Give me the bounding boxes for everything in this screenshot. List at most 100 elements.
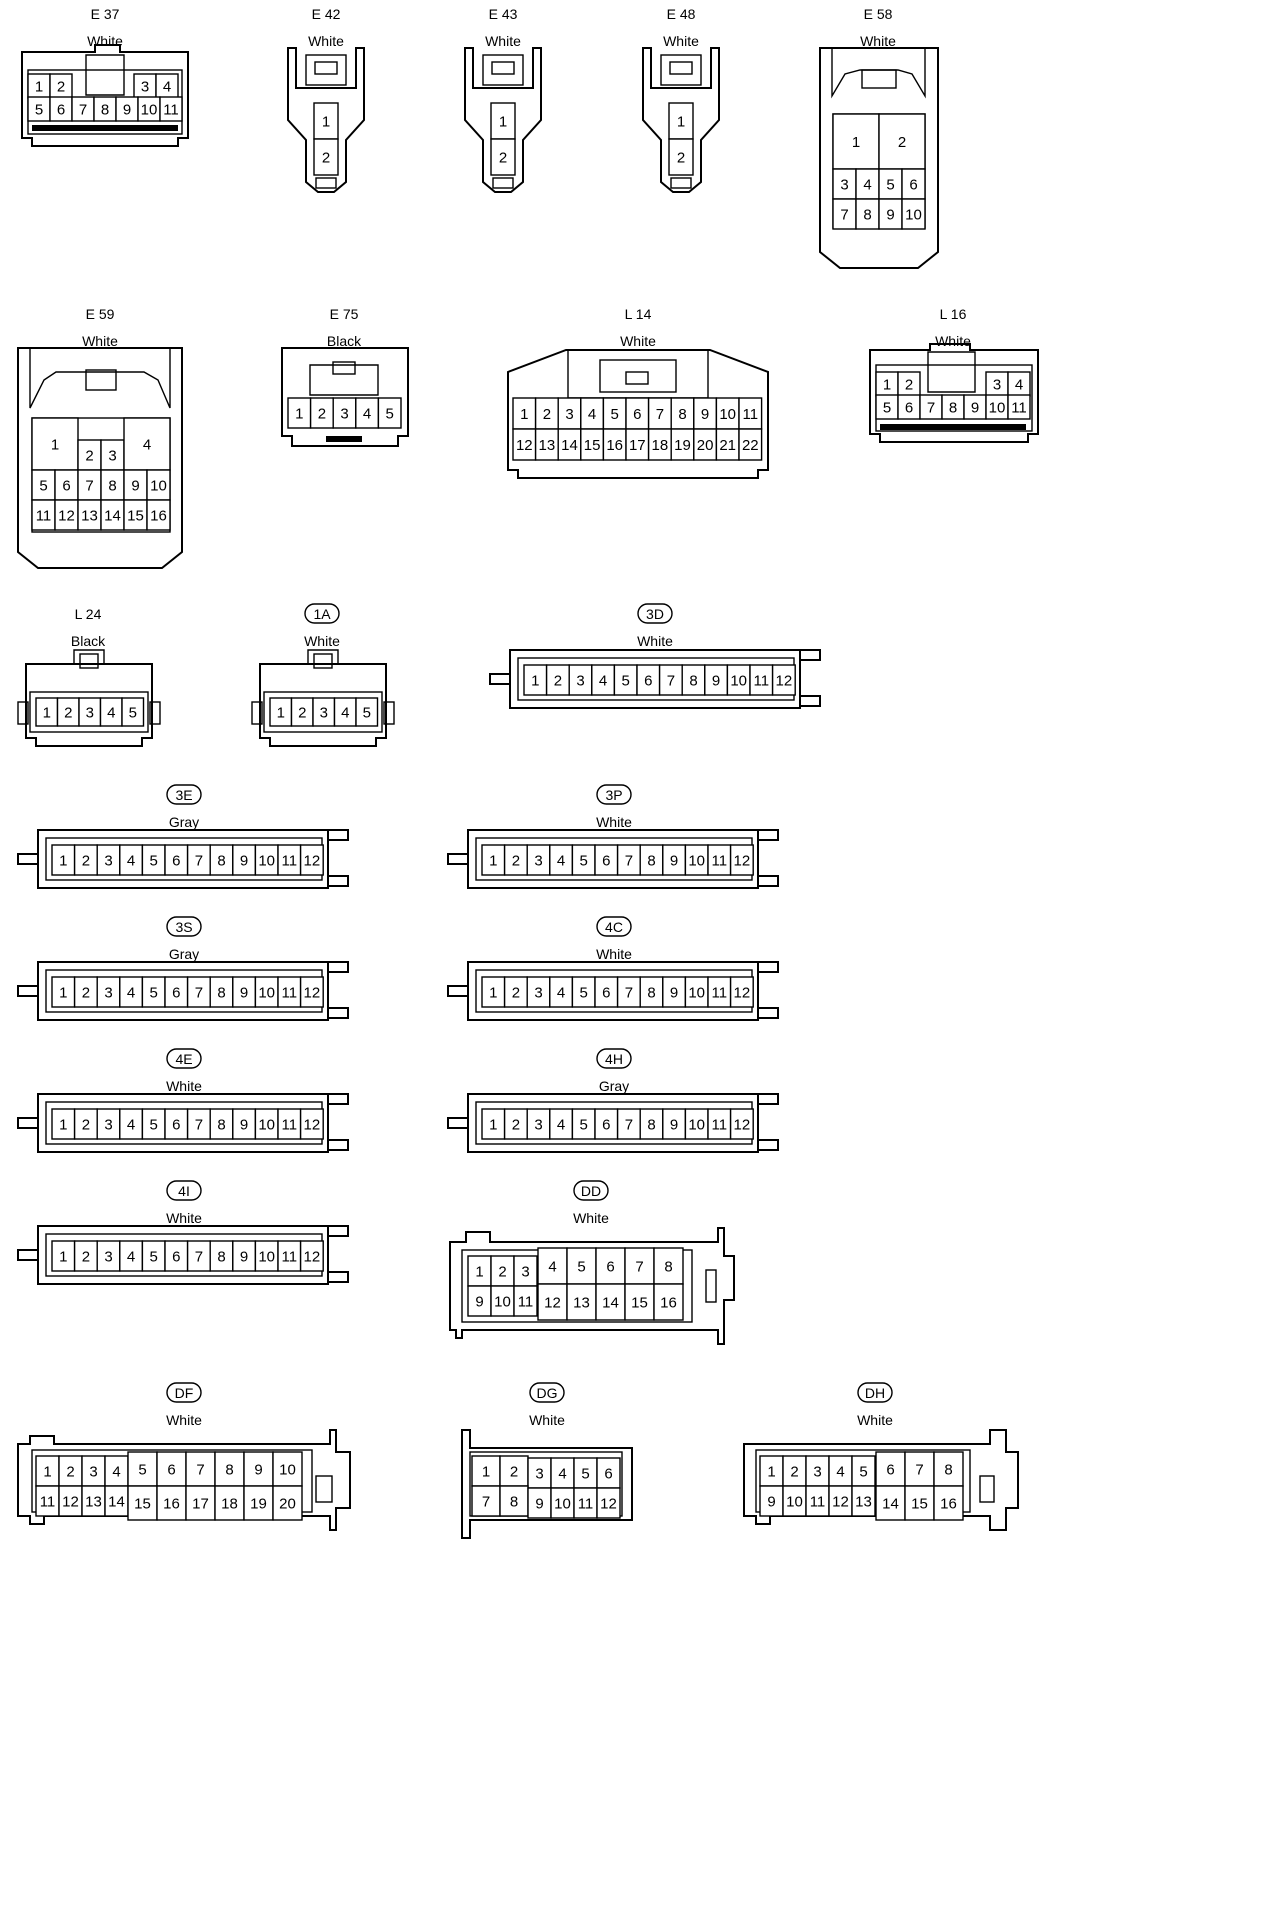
connector-e59-pin-label: 8 (108, 478, 116, 495)
connector-e48-cavity (668, 138, 694, 176)
connector-l16-pin-label: 10 (989, 400, 1006, 417)
connector-dh-cavity (933, 1451, 964, 1487)
connector-e58-code: E 58 (864, 6, 893, 22)
connector-3p-pin-label: 9 (670, 853, 678, 870)
connector-df-pin-label: 16 (163, 1496, 180, 1513)
connector-4e-pin-label: 10 (258, 1117, 275, 1134)
connector-3e-pin-label: 8 (217, 853, 225, 870)
connector-4e-pin-label: 2 (82, 1117, 90, 1134)
connector-l14-pin-label: 11 (743, 406, 759, 423)
connector-l14-pin-label: 2 (543, 406, 551, 423)
connector-df-pin-label: 2 (66, 1464, 74, 1481)
connector-dg-pin-label: 12 (600, 1496, 617, 1513)
connector-3d-code-badge (637, 603, 673, 624)
connector-e59-pin-label: 1 (51, 437, 59, 454)
connector-l14-pin-label: 1 (520, 406, 528, 423)
connector-l14-pin-label: 4 (588, 406, 596, 423)
connector-dd-pin-label: 2 (498, 1264, 506, 1281)
connector-l16-pin-label: 8 (949, 400, 957, 417)
connector-dd-pin-label: 1 (475, 1264, 483, 1281)
connector-e42-code: E 42 (312, 6, 341, 22)
connector-dg-pin-label: 7 (482, 1494, 490, 1511)
connector-e37-pin-label: 1 (35, 79, 43, 96)
connector-4h-pin-label: 10 (688, 1117, 705, 1134)
connector-l14-pin-label: 16 (606, 437, 623, 454)
connector-e75-pin-label: 3 (340, 406, 348, 423)
connector-3s-code: 3S (175, 919, 192, 935)
connector-3s-pin-label: 8 (217, 985, 225, 1002)
connector-dg-cavity (596, 1487, 621, 1519)
connector-df-cavity (185, 1485, 216, 1521)
connector-4e-pin-label: 5 (150, 1117, 158, 1134)
connector-e37-pin-label: 11 (163, 102, 179, 119)
connector-3s-color: Gray (169, 946, 199, 962)
connector-dh-cavity (875, 1451, 906, 1487)
connector-dd-color: White (573, 1210, 609, 1226)
connector-dd-pin-label: 6 (606, 1259, 614, 1276)
connector-e59-pin-label: 11 (36, 508, 52, 525)
connector-dg-pin-label: 9 (535, 1496, 543, 1513)
connector-4c-pin-label: 12 (734, 985, 751, 1002)
connector-dh-pin-label: 4 (836, 1464, 844, 1481)
connector-l14-pin-label: 6 (633, 406, 641, 423)
connector-l16-pin-label: 2 (905, 377, 913, 394)
connector-dh-cavity (851, 1485, 876, 1517)
connector-e37-pin-label: 2 (57, 79, 65, 96)
connector-e48-pin-label: 1 (677, 114, 685, 131)
connector-4h-cavity (729, 1108, 754, 1140)
connector-3p-pin-label: 7 (625, 853, 633, 870)
connector-dd-pin-label: 7 (635, 1259, 643, 1276)
connector-e43-pin-label: 1 (499, 114, 507, 131)
connector-df-pin-label: 12 (62, 1494, 79, 1511)
connector-1a-pin-label: 3 (320, 705, 328, 722)
connector-e58-pin-label: 1 (852, 134, 860, 151)
connector-df-pin-label: 10 (279, 1462, 296, 1479)
connector-4c-code: 4C (605, 919, 623, 935)
connector-l24-pin-label: 4 (107, 705, 115, 722)
connector-df-pin-label: 13 (85, 1494, 102, 1511)
connector-dd-cavity (566, 1283, 597, 1321)
connector-4c-pin-label: 4 (557, 985, 565, 1002)
connector-4i-pin-label: 6 (172, 1249, 180, 1266)
connector-dg-color: White (529, 1412, 565, 1428)
connector-4c-color: White (596, 946, 632, 962)
connector-l16-code: L 16 (940, 306, 967, 322)
connector-3d-pin-label: 4 (599, 673, 607, 690)
connector-l14-code: L 14 (625, 306, 652, 322)
connector-l16-pin-label: 5 (883, 400, 891, 417)
connector-e75-pin-label: 4 (363, 406, 371, 423)
connector-df-cavity (272, 1451, 303, 1487)
connector-3s-code-badge (166, 916, 202, 937)
connector-e75-color: Black (327, 333, 362, 349)
connector-df-pin-label: 5 (138, 1462, 146, 1479)
connector-e58-color: White (860, 33, 896, 49)
connector-dh-cavity (875, 1485, 906, 1521)
connector-4h-pin-label: 1 (489, 1117, 497, 1134)
connector-dd-pin-label: 9 (475, 1294, 483, 1311)
connector-3s-pin-label: 3 (104, 985, 112, 1002)
connector-df-cavity (243, 1485, 274, 1521)
connector-e59-code: E 59 (86, 306, 115, 322)
connector-3d-pin-label: 8 (689, 673, 697, 690)
connector-4e-pin-label: 3 (104, 1117, 112, 1134)
connector-4i-color: White (166, 1210, 202, 1226)
connector-l16-pin-label: 3 (993, 377, 1001, 394)
connector-l24-pin-label: 1 (43, 705, 51, 722)
connector-df-pin-label: 7 (196, 1462, 204, 1479)
connector-df-pin-label: 15 (134, 1496, 151, 1513)
connector-dd-pin-label: 4 (548, 1259, 556, 1276)
connector-dg-code: DG (537, 1385, 558, 1401)
connector-4c-pin-label: 5 (580, 985, 588, 1002)
connector-df-pin-label: 17 (192, 1496, 209, 1513)
connector-dh-pin-label: 9 (767, 1494, 775, 1511)
